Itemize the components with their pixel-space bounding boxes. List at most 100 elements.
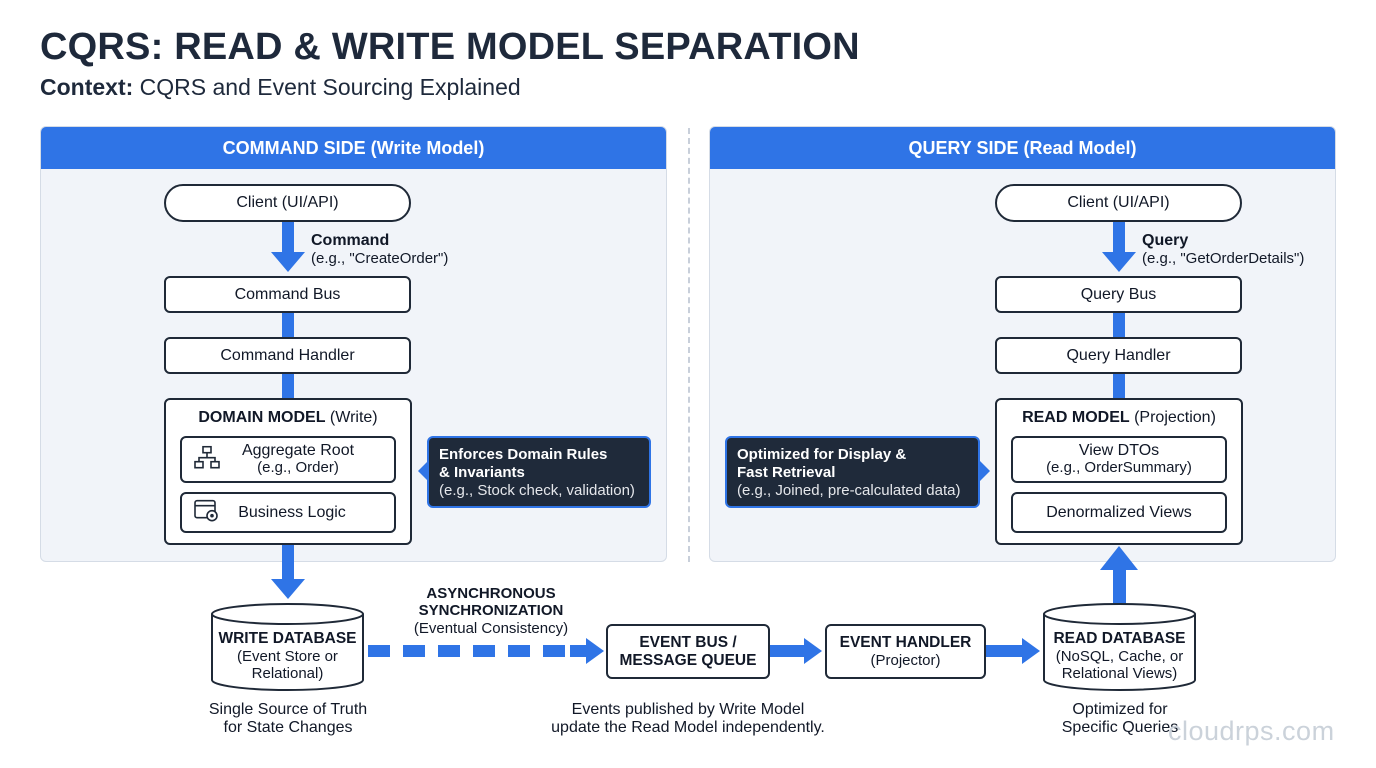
command-handler-box: Command Handler [164,337,411,374]
query-example: (e.g., "GetOrderDetails") [1142,250,1305,268]
watermark: cloudrps.com [1168,716,1335,746]
async-dash [570,645,588,657]
handler-to-db-arrow-shaft [986,645,1024,657]
denormalized-views-box: Denormalized Views [1011,492,1227,533]
command-arrow-head [271,252,305,272]
page-title: CQRS: READ & WRITE MODEL SEPARATION [40,26,860,68]
read-model-qualifier: (Projection) [1134,409,1216,426]
bus-to-handler-arrow-shaft [770,645,806,657]
read-model-label: READ MODEL [1022,409,1130,426]
read-database-sub-1: (NoSQL, Cache, or [1055,647,1184,665]
read-database-title: READ DATABASE [1053,630,1186,647]
read-model-title: READ MODEL (Projection) [997,409,1241,427]
write-database-sub-1: (Event Store or [237,647,338,665]
command-arrow-shaft [282,222,294,254]
event-bus-label-2: MESSAGE QUEUE [619,651,757,669]
domain-to-db-arrow-head [271,579,305,599]
events-note-1: Events published by Write Model [571,701,805,718]
context-text: CQRS and Event Sourcing Explained [139,74,521,100]
command-example: (e.g., "CreateOrder") [311,250,449,268]
domain-model-label: DOMAIN MODEL [198,409,326,426]
read-database-text: READ DATABASE (NoSQL, Cache, or Relation… [1042,630,1197,682]
async-dash [368,645,390,657]
context-label: Context: [40,74,134,100]
query-arrow-shaft [1113,222,1125,254]
write-database-note-1: Single Source of Truth [208,701,368,718]
command-bus-connector [282,313,294,338]
aggregate-root-box: Aggregate Root (e.g., Order) [180,436,396,483]
domain-model-qualifier: (Write) [329,409,378,426]
event-handler-sub: (Projector) [870,651,941,669]
event-handler-box: EVENT HANDLER (Projector) [825,624,986,679]
event-handler-label: EVENT HANDLER [839,633,972,651]
bus-to-handler-arrow-head [804,638,822,664]
async-dash [473,645,495,657]
async-label-sub: (Eventual Consistency) [413,619,569,637]
view-dtos-label: View DTOs [1078,442,1160,460]
view-dtos-box: View DTOs (e.g., OrderSummary) [1011,436,1227,483]
read-callout-example: (e.g., Joined, pre-calculated data) [737,482,961,499]
async-dash [403,645,425,657]
db-to-read-model-arrow-head [1100,546,1138,570]
query-client-box: Client (UI/API) [995,184,1242,222]
read-database-note: Optimized for Specific Queries [1030,701,1210,738]
command-bus-box: Command Bus [164,276,411,313]
write-database-note-2: for State Changes [223,719,353,737]
event-bus-box: EVENT BUS / MESSAGE QUEUE [606,624,770,679]
read-database-note-1: Optimized for [1072,701,1168,718]
read-database-note-2: Specific Queries [1061,719,1179,737]
read-callout-title-1: Optimized for Display & [737,446,907,463]
command-label: Command [311,232,390,249]
command-arrow-label: Command (e.g., "CreateOrder") [311,231,448,268]
domain-callout-example: (e.g., Stock check, validation) [439,482,635,499]
domain-callout-title-1: Enforces Domain Rules [439,446,608,463]
gear-window-icon [194,498,220,527]
query-arrow-head [1102,252,1136,272]
async-dash [438,645,460,657]
query-handler-box: Query Handler [995,337,1242,374]
view-dtos-example: (e.g., OrderSummary) [1046,459,1192,477]
aggregate-root-label: Aggregate Root [241,442,355,460]
write-database-note: Single Source of Truth for State Changes [188,701,388,738]
query-handler-connector [1113,374,1125,400]
panel-divider [688,128,690,562]
business-logic-label: Business Logic [238,503,346,521]
query-side-header: QUERY SIDE (Read Model) [710,127,1335,169]
write-database-cylinder [211,603,364,691]
domain-callout-title-2: & Invariants [439,464,525,481]
read-callout-title-2: Fast Retrieval [737,464,836,481]
events-note: Events published by Write Model update t… [528,701,848,738]
command-side-header: COMMAND SIDE (Write Model) [41,127,666,169]
hierarchy-icon [194,445,220,474]
read-database-sub-2: Relational Views) [1061,665,1178,683]
async-dash [508,645,530,657]
write-database-sub-2: Relational) [251,665,324,683]
read-callout-pointer [980,461,990,481]
event-bus-label-1: EVENT BUS / [639,633,737,651]
domain-to-db-arrow-shaft [282,545,294,581]
read-database-cylinder [1043,603,1196,691]
events-note-2: update the Read Model independently. [551,719,825,737]
async-arrow-head [586,638,604,664]
db-to-read-model-arrow-shaft [1113,568,1126,606]
business-logic-box: Business Logic [180,492,396,533]
domain-rules-callout: Enforces Domain Rules & Invariants (e.g.… [427,436,651,508]
query-arrow-label: Query (e.g., "GetOrderDetails") [1142,231,1304,268]
write-database-title: WRITE DATABASE [218,630,357,647]
async-label-2: SYNCHRONIZATION [418,602,564,620]
domain-model-title: DOMAIN MODEL (Write) [166,409,410,427]
write-database-text: WRITE DATABASE (Event Store or Relationa… [210,630,365,682]
read-model-callout: Optimized for Display & Fast Retrieval (… [725,436,980,508]
aggregate-root-example: (e.g., Order) [257,459,339,477]
domain-callout-pointer [418,461,428,481]
async-dash [543,645,565,657]
async-label: ASYNCHRONOUS SYNCHRONIZATION (Eventual C… [401,585,581,637]
command-client-box: Client (UI/API) [164,184,411,222]
query-bus-box: Query Bus [995,276,1242,313]
async-label-1: ASYNCHRONOUS [426,585,556,602]
query-label: Query [1142,232,1189,249]
page-subtitle: Context: CQRS and Event Sourcing Explain… [40,74,521,101]
command-handler-connector [282,374,294,400]
query-bus-connector [1113,313,1125,338]
handler-to-db-arrow-head [1022,638,1040,664]
